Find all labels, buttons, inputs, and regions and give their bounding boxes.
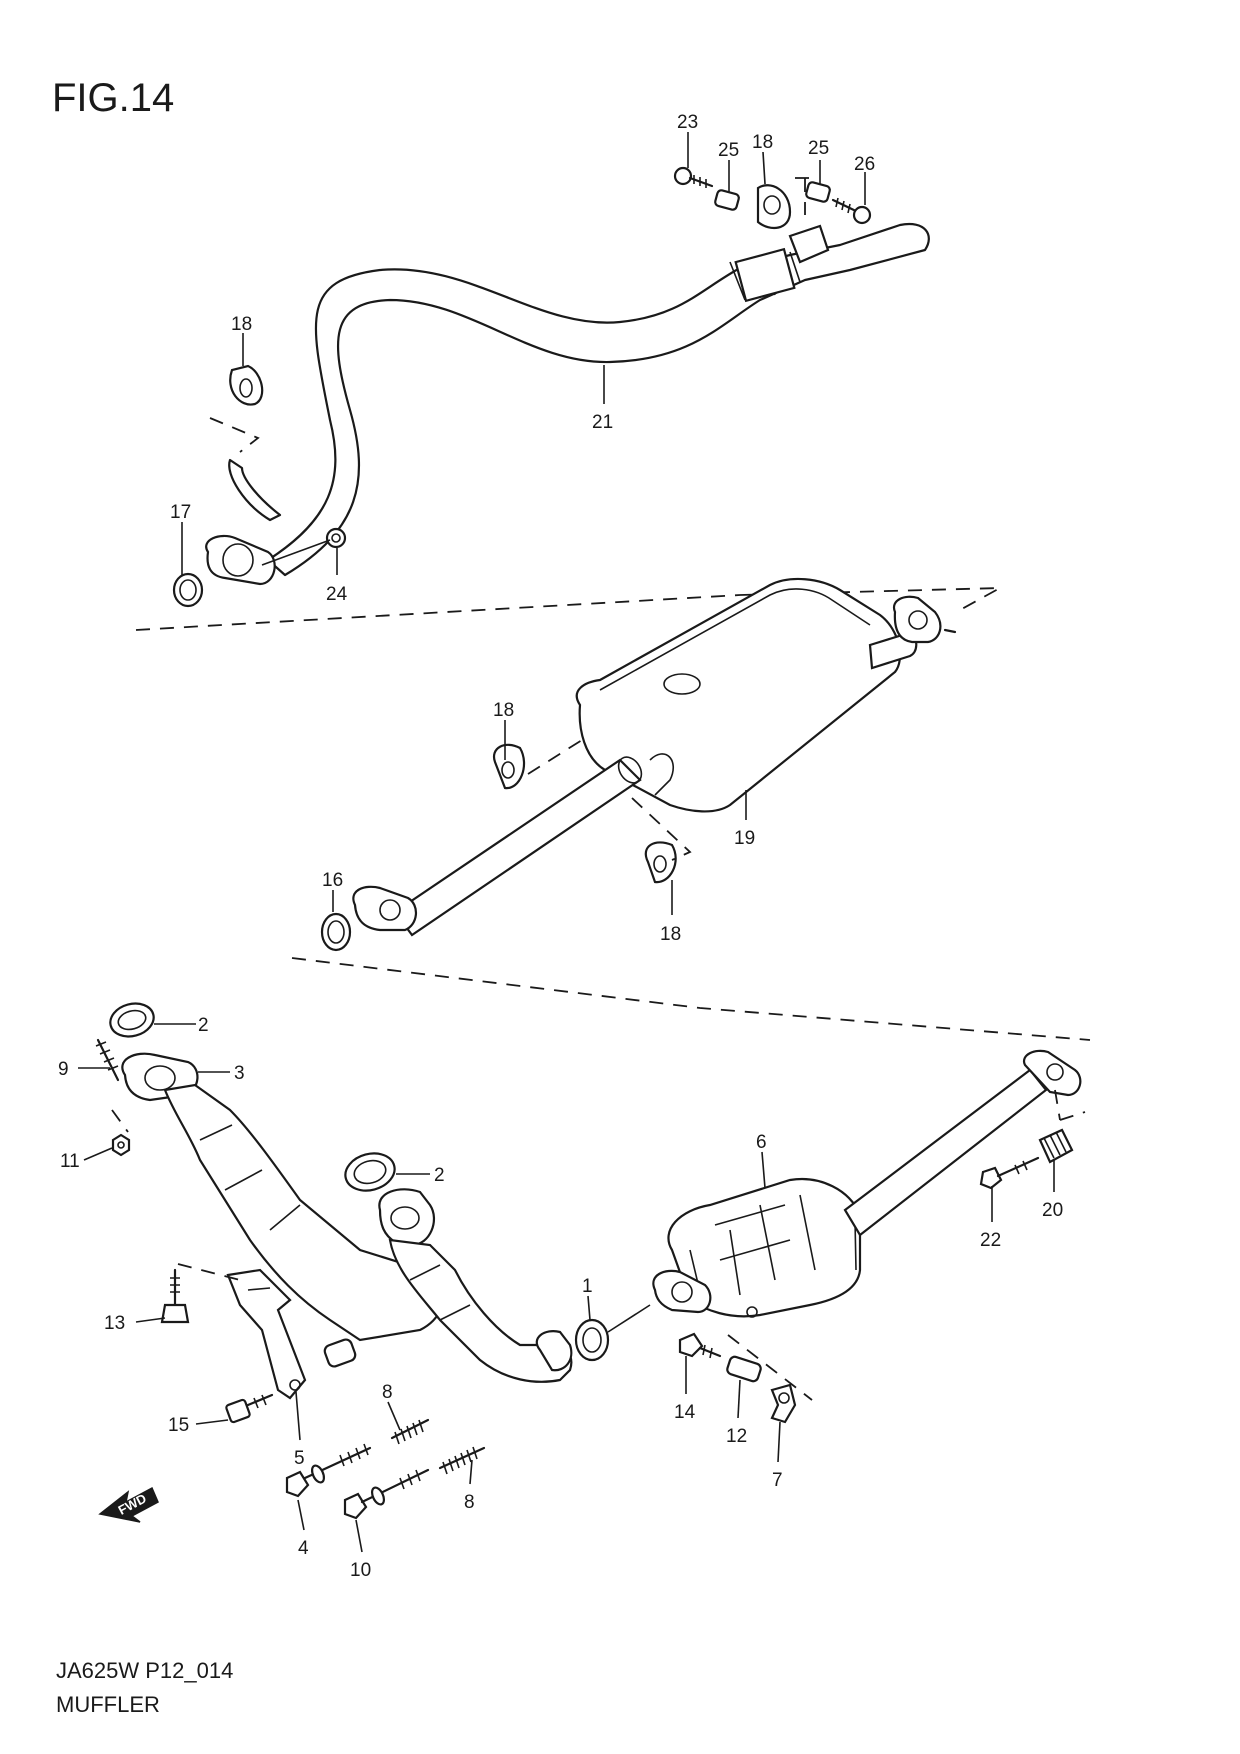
callout-14: 14	[674, 1402, 696, 1423]
callout-5: 5	[294, 1448, 305, 1469]
rubber-hanger-muffler-left	[492, 743, 526, 790]
callout-21: 21	[592, 412, 613, 433]
callout-15: 15	[168, 1415, 189, 1436]
callout-19: 19	[734, 828, 755, 849]
bracket-7	[770, 1383, 797, 1424]
figure-code: JA625W P12_014	[56, 1658, 234, 1683]
callout-18: 18	[231, 314, 252, 335]
rubber-hanger-top	[756, 184, 792, 230]
callout-18: 18	[493, 700, 514, 721]
fwd-arrow-icon: FWD	[98, 1486, 159, 1523]
catalytic-converter	[652, 1049, 1082, 1318]
callout-4: 4	[298, 1538, 309, 1559]
callout-3: 3	[234, 1063, 245, 1084]
spring-8a	[390, 1418, 430, 1445]
bracket-5	[226, 1268, 307, 1400]
callout-8: 8	[382, 1382, 393, 1403]
tail-pipe	[266, 222, 930, 577]
spring-8b	[438, 1446, 486, 1475]
callout-6: 6	[756, 1132, 767, 1153]
bolt-26	[831, 197, 872, 225]
rubber-hanger-left	[229, 364, 264, 406]
callout-25: 25	[808, 138, 829, 159]
callout-2: 2	[434, 1165, 445, 1186]
callout-7: 7	[772, 1470, 783, 1491]
callout-23: 23	[677, 112, 698, 133]
callout-22: 22	[980, 1230, 1001, 1251]
gasket-1	[574, 1318, 610, 1362]
callout-1: 1	[582, 1276, 593, 1297]
bushing-25a	[714, 189, 740, 211]
bolt-22	[979, 1156, 1040, 1190]
callout-leaders	[78, 132, 1055, 1553]
callout-12: 12	[726, 1426, 747, 1447]
front-pipe	[109, 1002, 573, 1383]
bolt-10	[343, 1468, 430, 1520]
nut-11	[111, 1133, 131, 1157]
callout-10: 10	[350, 1560, 371, 1581]
nut-24	[325, 527, 347, 549]
bolt-4	[285, 1443, 372, 1498]
bushing-25b	[805, 181, 831, 203]
callout-16: 16	[322, 870, 343, 891]
callout-labels: 23 25 18 25 26 18 21 17 24 18 19 16 18 2…	[58, 112, 1063, 1581]
bolt-13	[160, 1268, 190, 1324]
callout-9: 9	[58, 1059, 69, 1080]
callout-26: 26	[854, 154, 875, 175]
bolt-14	[678, 1332, 722, 1359]
bolt-23	[673, 166, 714, 188]
callout-18: 18	[752, 132, 773, 153]
callout-17: 17	[170, 502, 191, 523]
callout-11: 11	[60, 1151, 80, 1172]
callout-2: 2	[198, 1015, 209, 1036]
callout-20: 20	[1042, 1200, 1063, 1221]
bolt-15	[225, 1393, 274, 1424]
muffler	[393, 577, 957, 937]
rubber-hanger-muffler-right	[644, 841, 677, 884]
figure-name: MUFFLER	[56, 1692, 160, 1717]
stud-9	[95, 1038, 120, 1082]
callout-13: 13	[104, 1313, 125, 1334]
callout-8: 8	[464, 1492, 475, 1513]
flange-17	[172, 534, 276, 608]
callout-18: 18	[660, 924, 681, 945]
callout-25: 25	[718, 140, 739, 161]
callout-24: 24	[326, 584, 348, 605]
figure-title: FIG.14	[52, 76, 175, 120]
spring-20	[1038, 1128, 1074, 1164]
bushing-12	[726, 1355, 762, 1383]
flange-16	[320, 885, 417, 952]
